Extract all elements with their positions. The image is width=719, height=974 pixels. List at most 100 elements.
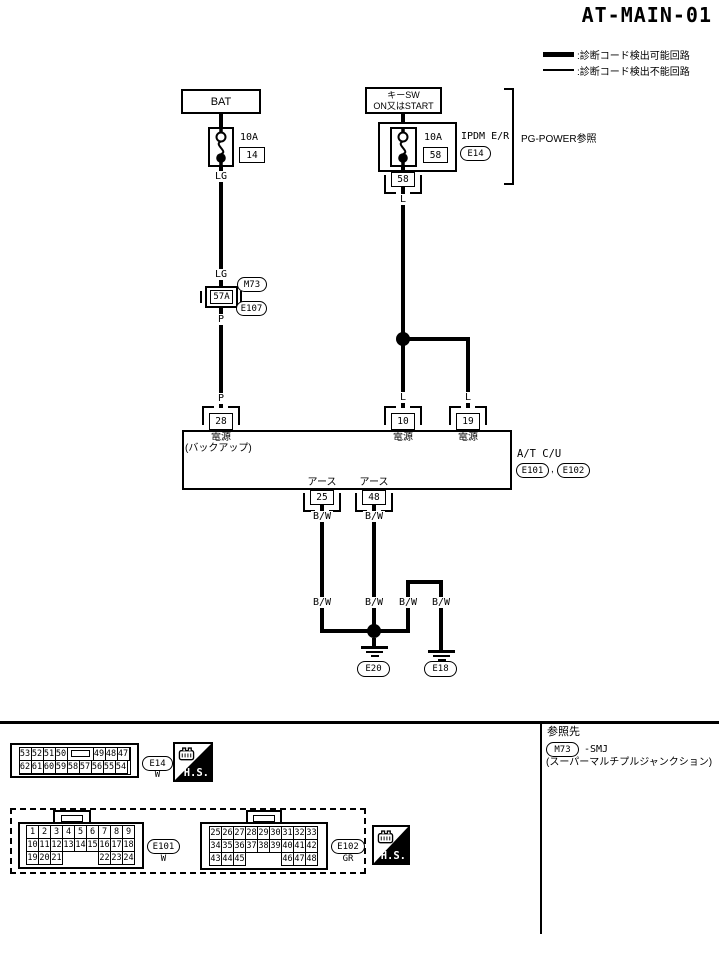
terminal-bracket [410, 175, 422, 194]
connector-ref-e101-view: E101 [147, 839, 180, 854]
wire-color-label: L [397, 194, 409, 205]
fuse-box [390, 127, 417, 167]
wire [406, 580, 443, 584]
page-title: AT-MAIN-01 [581, 3, 712, 27]
wire [401, 167, 405, 174]
terminal-28: 28 [202, 406, 240, 430]
fuse-number: 58 [423, 147, 448, 163]
comma: , [551, 464, 554, 475]
wire-color-label: B/W [362, 511, 386, 522]
harness-connector-icon [177, 746, 196, 768]
wire [372, 504, 376, 632]
terminal-number: 48 [362, 490, 386, 505]
terminal-bracket [228, 406, 240, 425]
wire-color-label: B/W [310, 511, 334, 522]
wire-color-label: P [215, 393, 227, 404]
connector-group-box [10, 808, 366, 874]
pin-cell [245, 852, 282, 866]
connector-ref-m73: M73 [237, 277, 267, 292]
key-switch-line1: キーSW [387, 90, 420, 100]
connector-tick [240, 291, 242, 303]
terminal-number: 28 [209, 413, 233, 430]
wire-color-label: LG [212, 171, 230, 182]
connector-ref-e102: E102 [557, 463, 590, 478]
pin-cell: 38 [257, 838, 270, 853]
wire [320, 629, 410, 633]
connector-ref-e101: E101 [516, 463, 549, 478]
reference-heading: 参照先 [547, 726, 580, 738]
wire [372, 638, 376, 646]
key-switch-line2: ON又はSTART [373, 101, 434, 111]
pin-cell [62, 851, 99, 865]
pin-cell: 33 [305, 825, 318, 840]
wire-color-label: B/W [362, 597, 386, 608]
pg-power-note: PG-POWER参照 [521, 134, 597, 145]
hs-logo: H.S. [372, 825, 410, 865]
legend-thin-label: :診断コード検出不能回路 [577, 67, 690, 78]
pin-cell: 21 [50, 851, 63, 865]
atcu-box [182, 430, 512, 490]
wire-color-label: B/W [310, 597, 334, 608]
reference-connector-m73: M73 [546, 742, 579, 757]
terminal-bracket [329, 493, 341, 512]
terminal-number: 10 [391, 413, 415, 430]
wire [403, 337, 468, 341]
wire [401, 187, 405, 408]
terminal-bracket [381, 493, 393, 512]
wire-color-label: P [215, 314, 227, 325]
wire [439, 580, 443, 650]
wire [219, 308, 223, 408]
key-switch-box: キーSW ON又はSTART [365, 87, 442, 114]
pin-cell: 18 [122, 838, 135, 852]
connector-tab [246, 810, 282, 824]
hs-label: H.S. [183, 767, 209, 779]
reference-bracket [504, 88, 514, 185]
column-divider [540, 723, 542, 934]
terminal-bracket [475, 406, 487, 425]
legend-thick-line [543, 52, 574, 57]
junction-dot [367, 624, 381, 638]
terminal-10: 10 [384, 406, 422, 430]
section-divider [0, 721, 719, 724]
terminal-bracket [449, 406, 461, 425]
pin-cell: 20 [38, 851, 51, 865]
pin-cell: 42 [305, 838, 318, 853]
wire [219, 114, 223, 127]
pin-cell: 54 [114, 759, 128, 774]
terminal-function-label: アース [307, 477, 337, 488]
fuse-box [208, 127, 234, 167]
connector-color: GR [342, 854, 354, 864]
junction-dot [396, 332, 410, 346]
fuse-icon [397, 129, 409, 165]
ground-icon [433, 655, 450, 657]
battery-box: BAT [181, 89, 261, 114]
fuse-amps: 10A [240, 132, 259, 143]
ground-icon [438, 659, 446, 661]
terminal-bracket [384, 406, 396, 425]
wire [466, 337, 470, 408]
pin-cell: 9 [122, 825, 135, 839]
connector-ref-e14: E14 [460, 146, 491, 161]
pin-cell: 48 [305, 851, 318, 866]
ground-ref-e18: E18 [424, 661, 457, 677]
terminal-58: 58 [384, 172, 422, 194]
terminal-25: 25 [303, 490, 341, 512]
legend-thick-label: :診断コード検出可能回路 [577, 51, 690, 62]
terminal-number: 25 [310, 490, 334, 505]
wire [401, 113, 405, 122]
connector-ref-e14-view: E14 [142, 756, 173, 771]
ground-ref-e20: E20 [357, 661, 390, 677]
ground-icon [366, 651, 383, 653]
terminal-number: 19 [456, 413, 480, 430]
